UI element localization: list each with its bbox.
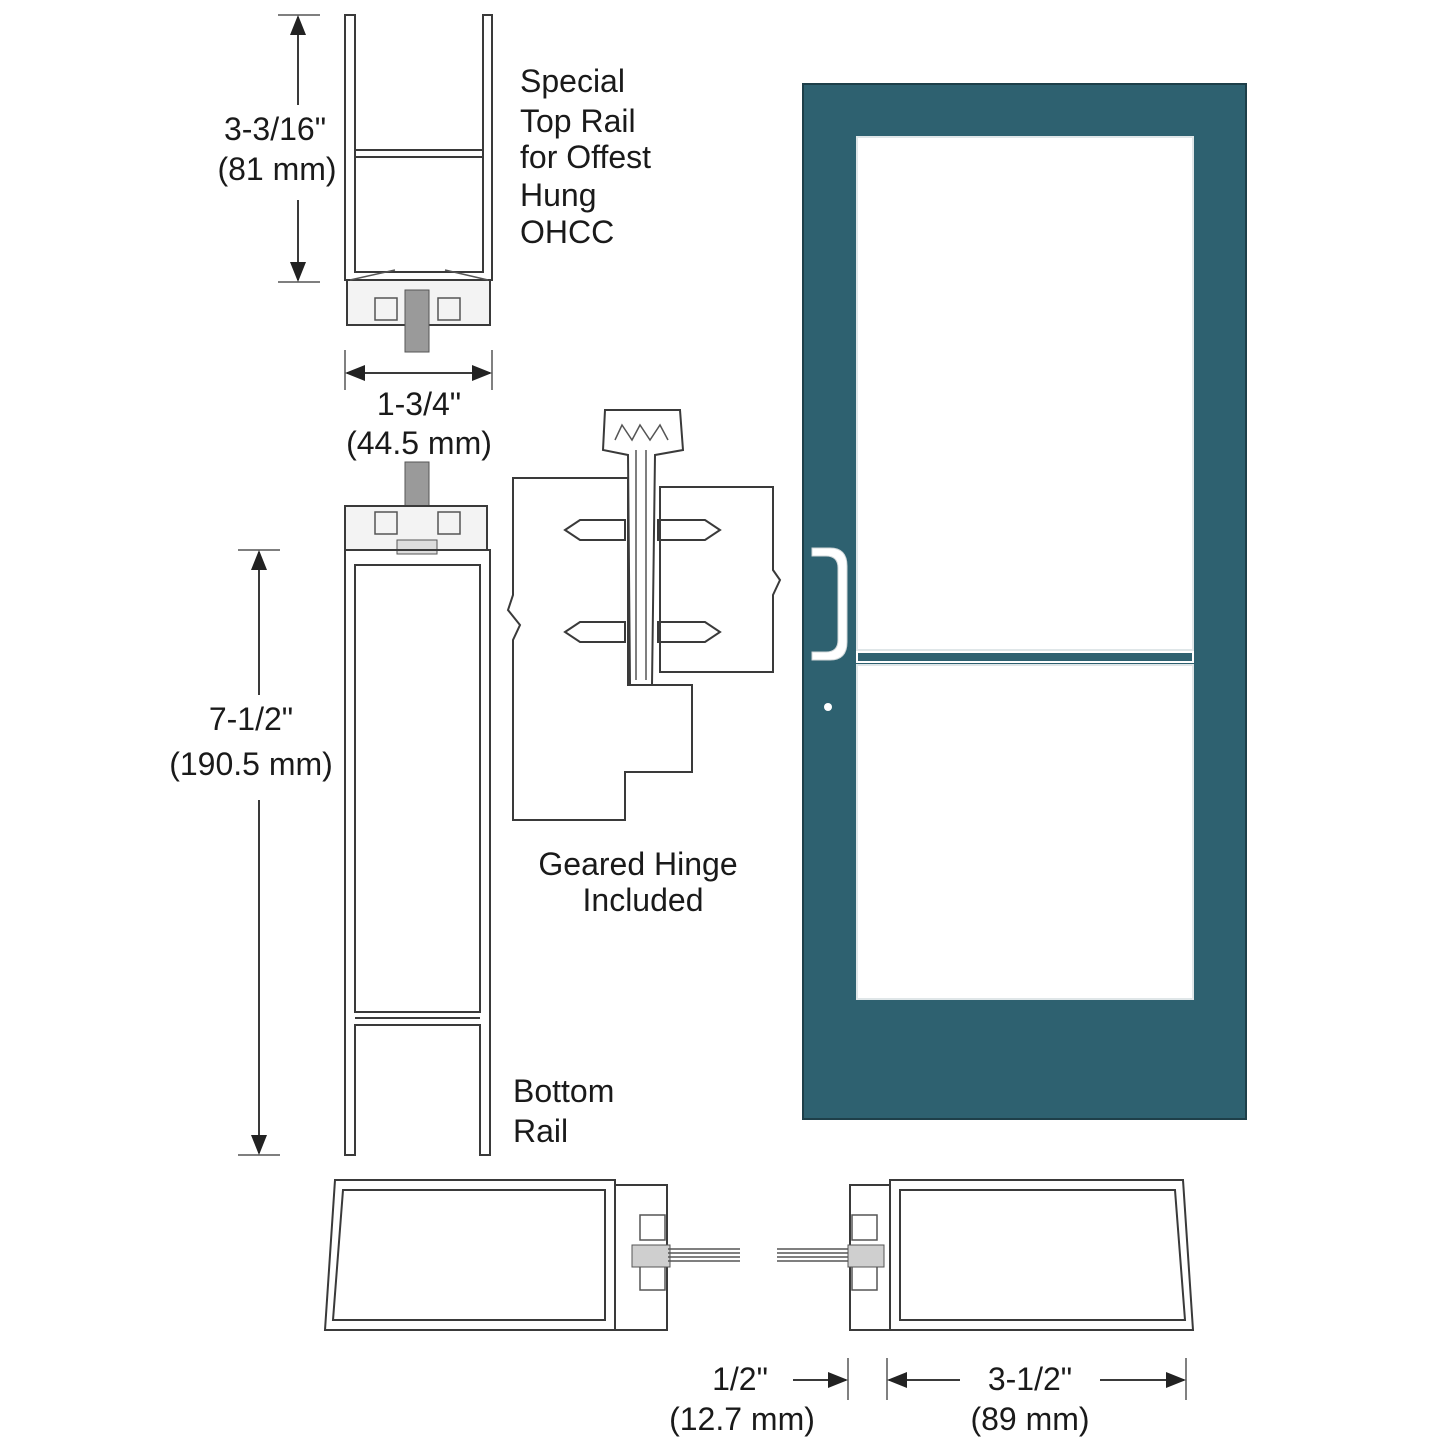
lower-glass-lite — [856, 664, 1194, 1000]
door-elevation — [802, 83, 1247, 1120]
top-rail-title-line-5: OHCC — [520, 214, 614, 250]
bottom-height-inches: 7-1/2" — [209, 701, 293, 737]
frame-mm: (89 mm) — [970, 1401, 1089, 1437]
hinge-title-line-1: Geared Hinge — [538, 846, 737, 882]
upper-glass-lite — [856, 136, 1194, 651]
hinge-title-line-2: Included — [583, 882, 704, 918]
bottom-rail-title-line-1: Bottom — [513, 1073, 614, 1109]
bottom-rail-title-line-2: Rail — [513, 1113, 568, 1149]
stile-inches: 1/2" — [712, 1361, 768, 1397]
geared-hinge-illustration — [506, 409, 782, 821]
top-rail-title-line-4: Hung — [520, 177, 597, 213]
depth-mm: (44.5 mm) — [346, 425, 492, 461]
bottom-rail-section — [238, 461, 491, 1156]
bottom-height-mm: (190.5 mm) — [169, 746, 333, 782]
lock-cylinder — [824, 703, 832, 711]
top-rail-title-line-2: Top Rail — [520, 103, 636, 139]
top-rail-title-line-1: Special — [520, 63, 625, 99]
pull-handle — [811, 547, 848, 661]
frame-inches: 3-1/2" — [988, 1361, 1072, 1397]
top-rail-section — [278, 14, 493, 390]
top-height-mm: (81 mm) — [217, 151, 336, 187]
top-rail-title-line-3: for Offest — [520, 139, 651, 175]
stile-section-left — [323, 1179, 740, 1331]
top-height-inches: 3-3/16" — [224, 111, 326, 147]
depth-inches: 1-3/4" — [377, 386, 461, 422]
stile-mm: (12.7 mm) — [669, 1401, 815, 1437]
stile-section-right — [777, 1179, 1195, 1400]
mid-push-bar — [856, 651, 1194, 663]
